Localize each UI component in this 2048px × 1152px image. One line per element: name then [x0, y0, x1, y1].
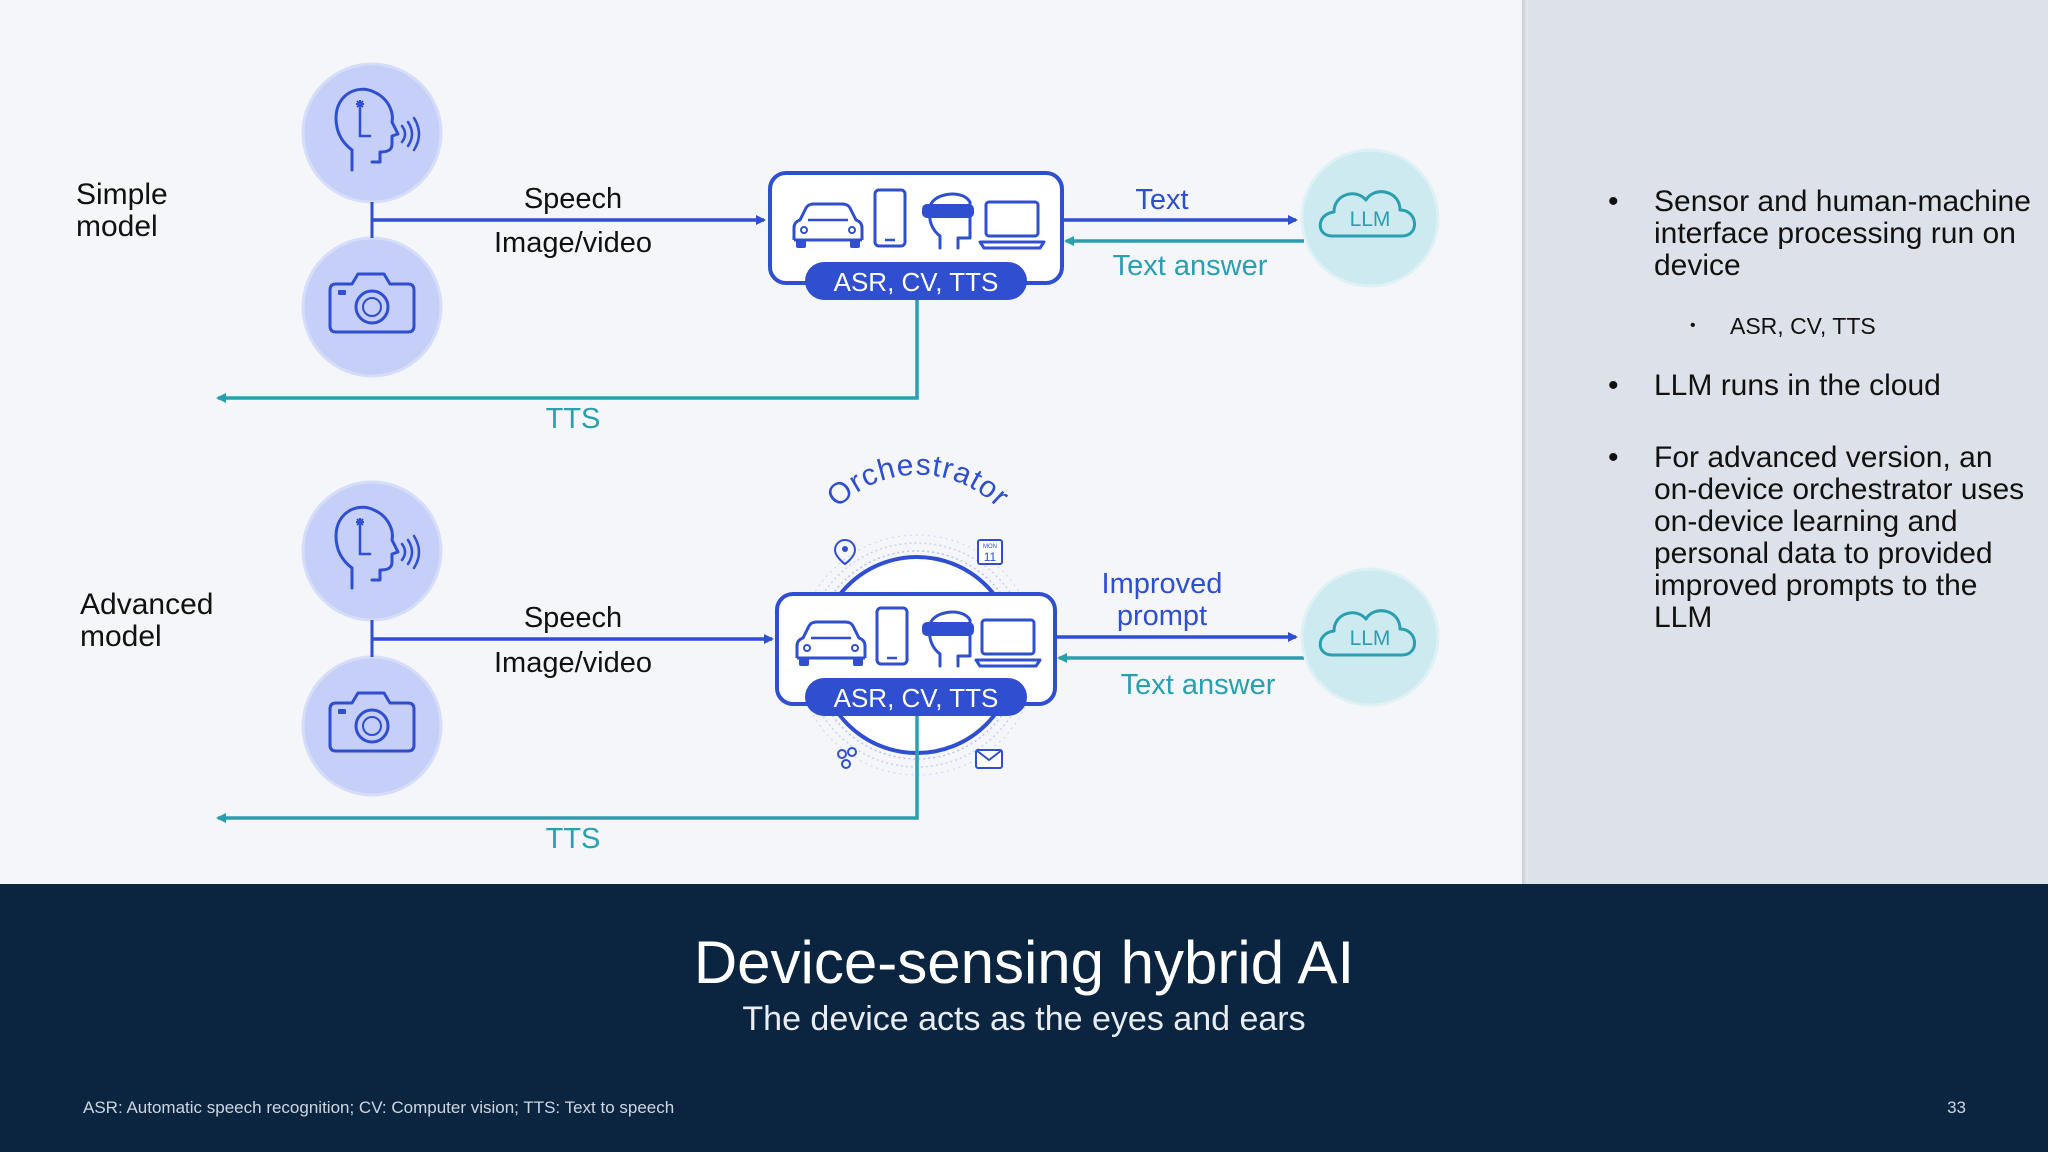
speaker-circle: [301, 480, 443, 622]
orchestrator-label: Orchestrator: [821, 449, 1016, 514]
llm-circle: [1300, 148, 1440, 288]
bullet-item: LLM runs in the cloud: [1594, 370, 2034, 403]
panel-divider: [1522, 0, 1528, 884]
camera-circle: [301, 236, 443, 378]
tts-label: TTS: [546, 823, 601, 855]
llm-label: LLM: [1350, 627, 1391, 650]
svg-text:MON: MON: [983, 544, 997, 550]
svg-text:11: 11: [984, 550, 997, 564]
calendar-icon: MON 11: [977, 539, 1003, 565]
bullet-list: Sensor and human-machine interface proce…: [1594, 186, 2034, 674]
device-pill: [805, 262, 1027, 300]
llm-label: LLM: [1350, 208, 1391, 231]
speaker-circle: [301, 62, 443, 204]
image-video-label: Image/video: [494, 227, 652, 259]
text-answer-label: Text answer: [1113, 250, 1268, 282]
sub-bullet-item: ASR, CV, TTS: [1594, 310, 2034, 342]
mail-icon: [975, 749, 1003, 769]
tts-label: TTS: [546, 403, 601, 435]
tts-arrow: [216, 716, 919, 823]
camera-circle: [301, 655, 443, 797]
slide-title: Device-sensing hybrid AI: [693, 929, 1355, 996]
speech-label: Speech: [524, 183, 622, 215]
image-video-label: Image/video: [494, 647, 652, 679]
sidebar-panel: Sensor and human-machine interface proce…: [1528, 0, 2048, 884]
bullet-item: For advanced version, an on-device orche…: [1594, 442, 2034, 634]
location-pin-icon: [833, 538, 857, 566]
network-icon: [837, 747, 857, 769]
speech-label: Speech: [524, 602, 622, 634]
slide-subtitle: The device acts as the eyes and ears: [742, 1000, 1306, 1038]
device-pill: [805, 678, 1027, 716]
llm-circle: [1300, 567, 1440, 707]
footer-banner: Device-sensing hybrid AI The device acts…: [0, 884, 2048, 1152]
footnote: ASR: Automatic speech recognition; CV: C…: [83, 1098, 675, 1117]
bullet-item: Sensor and human-machine interface proce…: [1594, 186, 2034, 282]
text-answer-label: Text answer: [1121, 669, 1276, 701]
page-number: 33: [1947, 1098, 1966, 1117]
device-pill-label: ASR, CV, TTS: [834, 267, 999, 297]
device-pill-label: ASR, CV, TTS: [834, 683, 999, 713]
text-label: Text: [1135, 184, 1188, 216]
tts-arrow: [216, 300, 919, 403]
